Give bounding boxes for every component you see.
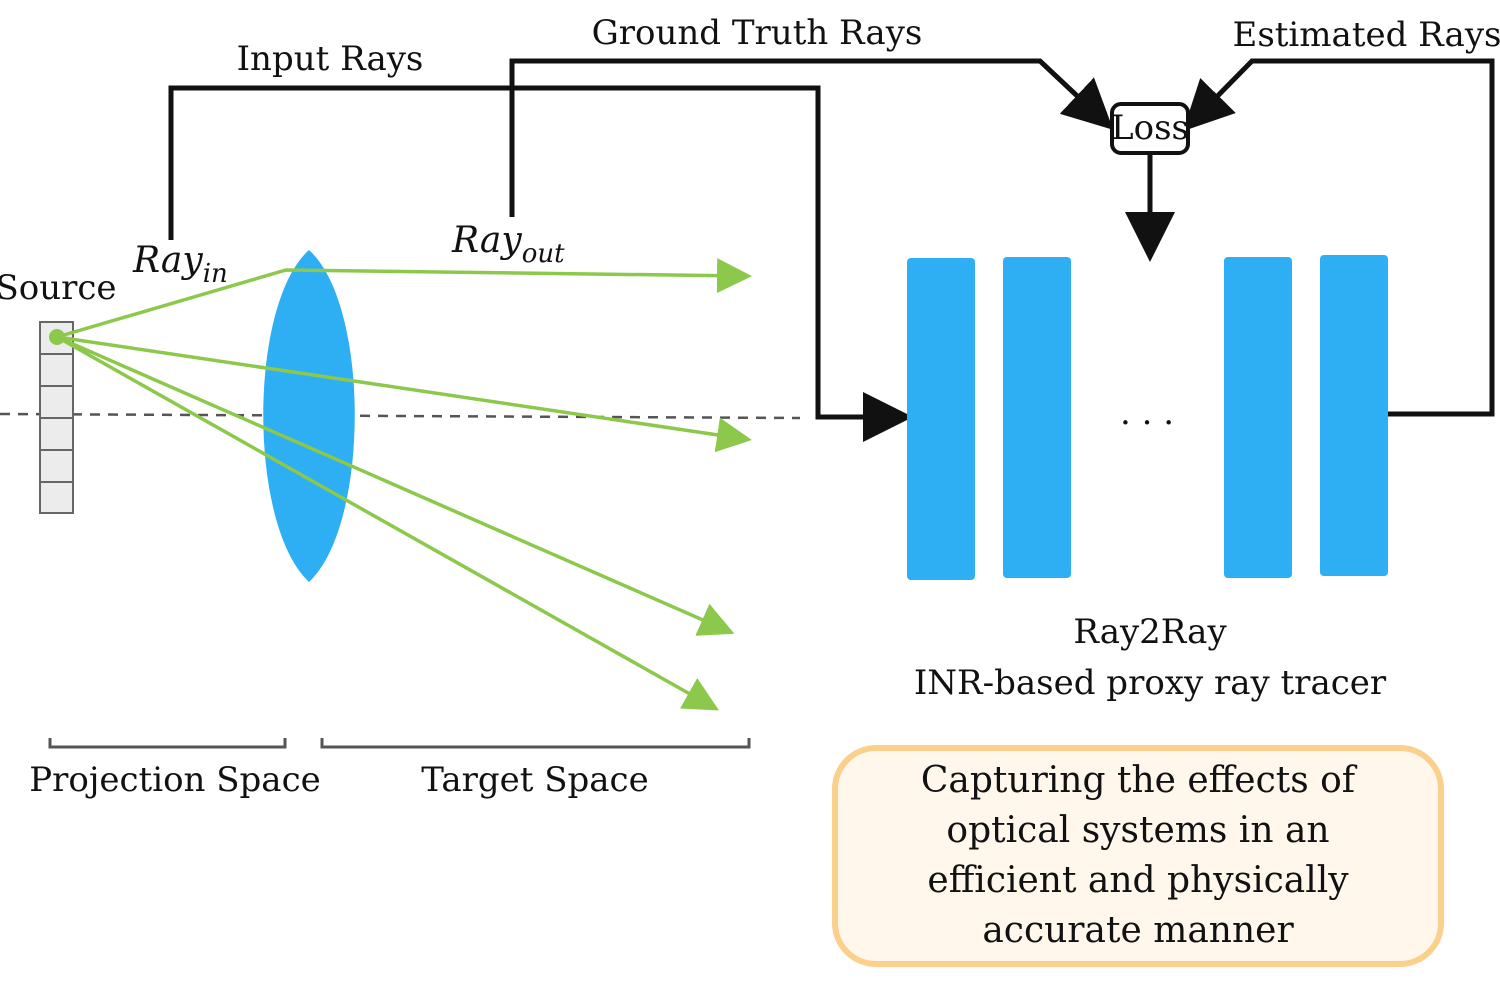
source-point (49, 329, 65, 345)
network-description: INR-based proxy ray tracer (914, 663, 1387, 703)
input-rays-connector (168, 85, 913, 442)
summary-callout-text: Capturing the effects of optical systems… (920, 760, 1356, 951)
network-layer-1 (907, 258, 975, 580)
projection-space-bracket (48, 738, 287, 749)
projection-space-label: Projection Space (29, 760, 321, 800)
input-rays-label: Input Rays (237, 39, 424, 79)
network-layers (907, 255, 1388, 580)
network-name: Ray2Ray (1073, 612, 1227, 652)
layers-ellipsis: . . . (1120, 393, 1174, 433)
ray-bundle (56, 258, 752, 711)
network-layer-3 (1224, 257, 1292, 578)
network-layer-2 (1003, 257, 1071, 578)
estimated-rays-connector (1182, 58, 1495, 417)
ray-in-base: Ray (132, 240, 203, 281)
ground-truth-connector (509, 58, 1114, 217)
ray-out-subscript: out (522, 239, 565, 269)
target-space-label: Target Space (421, 760, 648, 800)
summary-callout: Capturing the effects of optical systems… (832, 745, 1444, 967)
source-label: Source (0, 268, 117, 308)
ray-out-label: Rayout (451, 220, 565, 269)
optical-axis (0, 412, 801, 420)
ray-out-base: Ray (451, 220, 522, 261)
ray-1 (56, 258, 752, 339)
ray-in-label: Rayin (132, 240, 228, 289)
ground-truth-rays-label: Ground Truth Rays (592, 13, 923, 53)
source-pixel-array (39, 321, 74, 514)
ray-2 (56, 335, 752, 453)
target-space-bracket (320, 738, 751, 749)
loss-label: Loss (1111, 108, 1189, 148)
network-layer-4 (1320, 255, 1388, 576)
lens (263, 250, 355, 582)
ray-in-subscript: in (203, 259, 228, 289)
ray-3 (56, 335, 735, 636)
ray-4 (56, 335, 720, 711)
estimated-rays-label: Estimated Rays (1233, 15, 1500, 55)
